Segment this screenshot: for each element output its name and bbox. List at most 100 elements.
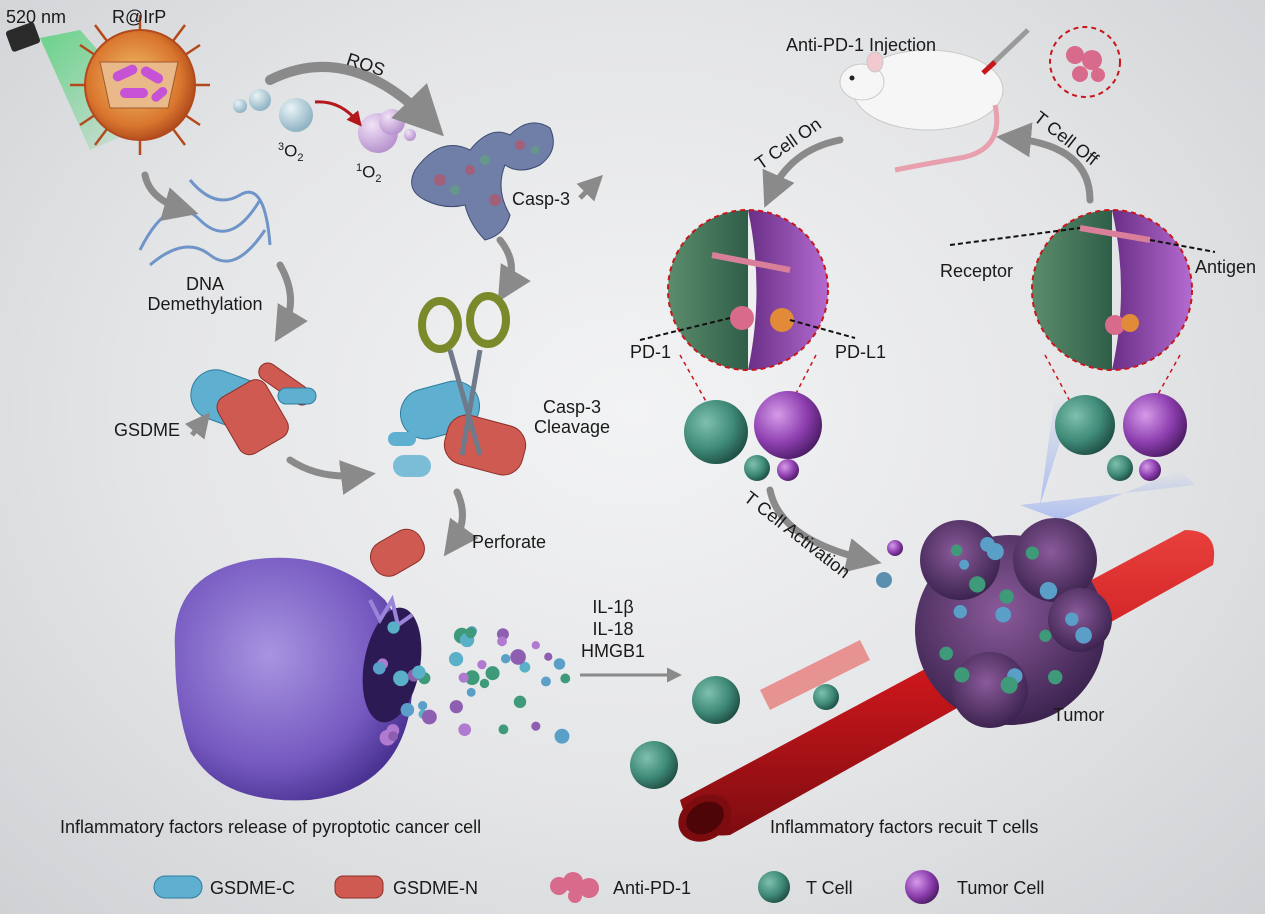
perforate-arrow <box>443 488 479 557</box>
legend-anti-pd1: Anti-PD-1 <box>545 872 691 903</box>
legend-label: GSDME-C <box>210 878 295 898</box>
perforate-label: Perforate <box>472 532 547 552</box>
factor-particle <box>458 672 469 683</box>
legend-gsdme-n: GSDME-N <box>333 872 478 902</box>
infiltrating-cell <box>939 646 953 661</box>
t-cell-off-arrow <box>996 122 1094 204</box>
zoom-inset-t-cell-on <box>639 209 856 481</box>
legend-label: Tumor Cell <box>957 878 1045 898</box>
factor-particle <box>544 652 553 661</box>
infiltrating-cell <box>1000 676 1018 694</box>
factor-particle <box>465 627 477 639</box>
injection-label: Anti-PD-1 Injection <box>786 35 937 55</box>
oxygen-conversion-arrow <box>314 100 362 127</box>
pyroptosis-caption: Inflammatory factors release of pyroptot… <box>60 817 482 837</box>
casp3-cleavage-line1: Casp-3 <box>542 397 602 417</box>
factor-particle <box>553 658 566 670</box>
factor-particle <box>393 670 409 687</box>
il18-label: IL-18 <box>592 619 634 639</box>
oxygen-molecules <box>233 89 416 153</box>
infiltrating-cell <box>1039 581 1058 600</box>
infiltrating-cell <box>969 576 986 593</box>
dna-label-line2: Demethylation <box>147 294 263 314</box>
factor-particle <box>519 661 531 673</box>
gsdme-to-cleavage-arrow <box>286 456 376 495</box>
legend-t-cell: T Cell <box>752 871 853 903</box>
scissors-cleavage <box>388 292 527 477</box>
probe-to-dna-arrow <box>141 171 199 222</box>
triplet-oxygen-subscript: 2 <box>297 152 304 165</box>
zoom-inset-t-cell-off <box>949 209 1216 481</box>
recruitment-caption: Inflammatory factors recuit T cells <box>770 817 1039 837</box>
factor-particle <box>449 700 463 714</box>
receptor-label: Receptor <box>940 261 1014 281</box>
dna-to-gsdme-arrow <box>274 261 308 343</box>
factor-particle <box>372 661 386 675</box>
casp3-cleavage-line2: Cleavage <box>533 417 611 437</box>
legend-gsdme-c: GSDME-C <box>152 872 295 902</box>
gsdme-label: GSDME <box>114 420 181 440</box>
factor-particle <box>466 687 476 697</box>
mouse-injection <box>839 26 1121 173</box>
antigen-label: Antigen <box>1195 257 1257 277</box>
factor-particle <box>388 731 399 742</box>
gsdme-up-arrow <box>184 412 211 440</box>
casp3-protein <box>411 122 554 241</box>
infiltrating-cell <box>959 559 970 570</box>
infiltrating-cell <box>980 537 995 552</box>
factor-particle <box>479 678 490 689</box>
factor-particle <box>448 652 464 667</box>
factor-particle <box>510 649 526 665</box>
triplet-oxygen-superscript: 3 <box>278 141 285 153</box>
triplet-oxygen-symbol: O <box>284 141 298 161</box>
infiltrating-cell <box>950 544 963 557</box>
dna-helix <box>138 179 272 267</box>
factor-particle <box>560 673 571 684</box>
infiltrating-cell <box>1075 626 1092 644</box>
probe-label: R@IrP <box>112 7 167 27</box>
casp3-to-scissors-arrow <box>496 236 531 303</box>
antibody-cluster-icon <box>550 872 599 903</box>
infiltrating-cell <box>1025 546 1039 560</box>
factor-particle <box>497 636 507 647</box>
infiltrating-cell <box>999 589 1014 604</box>
factor-particle <box>531 641 540 650</box>
factor-particle <box>412 665 426 679</box>
gsdme-n-capsule-icon <box>334 875 384 899</box>
cytokine-labels: IL-1β IL-18 HMGB1 <box>568 598 658 660</box>
casp3-up-arrow <box>576 174 604 202</box>
factor-particle <box>464 670 480 686</box>
pyroptotic-cell <box>174 528 425 801</box>
gsdme-c-capsule-icon <box>153 875 203 899</box>
factor-particle <box>554 728 570 744</box>
infiltrating-cell <box>1065 612 1079 626</box>
dna-label-line1: DNA <box>185 274 224 294</box>
circulating-t-cells <box>630 676 839 789</box>
tumor-label: Tumor <box>1053 705 1105 725</box>
pd1-label: PD-1 <box>630 342 672 362</box>
singlet-oxygen-subscript: 2 <box>375 173 382 186</box>
t-cell-sphere-icon <box>758 871 790 903</box>
factor-particle <box>500 654 511 664</box>
factor-particle <box>513 695 527 709</box>
t-cell-activation-arrow <box>766 486 882 573</box>
legend-label: T Cell <box>806 878 853 898</box>
il1b-label: IL-1β <box>592 597 634 617</box>
gsdme-intact <box>190 362 317 456</box>
t-cell-on-arrow <box>762 136 844 208</box>
factor-particle <box>418 701 428 711</box>
singlet-oxygen-symbol: O <box>362 162 376 182</box>
released-factors <box>372 621 571 746</box>
factor-particle <box>541 676 551 687</box>
factor-particle <box>421 709 437 725</box>
hmgb1-label: HMGB1 <box>580 641 645 661</box>
infiltrating-cell <box>995 606 1012 623</box>
dna-demethylation-label: DNA Demethylation <box>130 275 280 313</box>
singlet-oxygen-superscript: 1 <box>356 162 363 174</box>
tumor-mass <box>915 395 1195 728</box>
tumor-cell-sphere-icon <box>905 870 939 904</box>
factor-particle <box>485 666 500 681</box>
activated-cells <box>876 540 903 588</box>
